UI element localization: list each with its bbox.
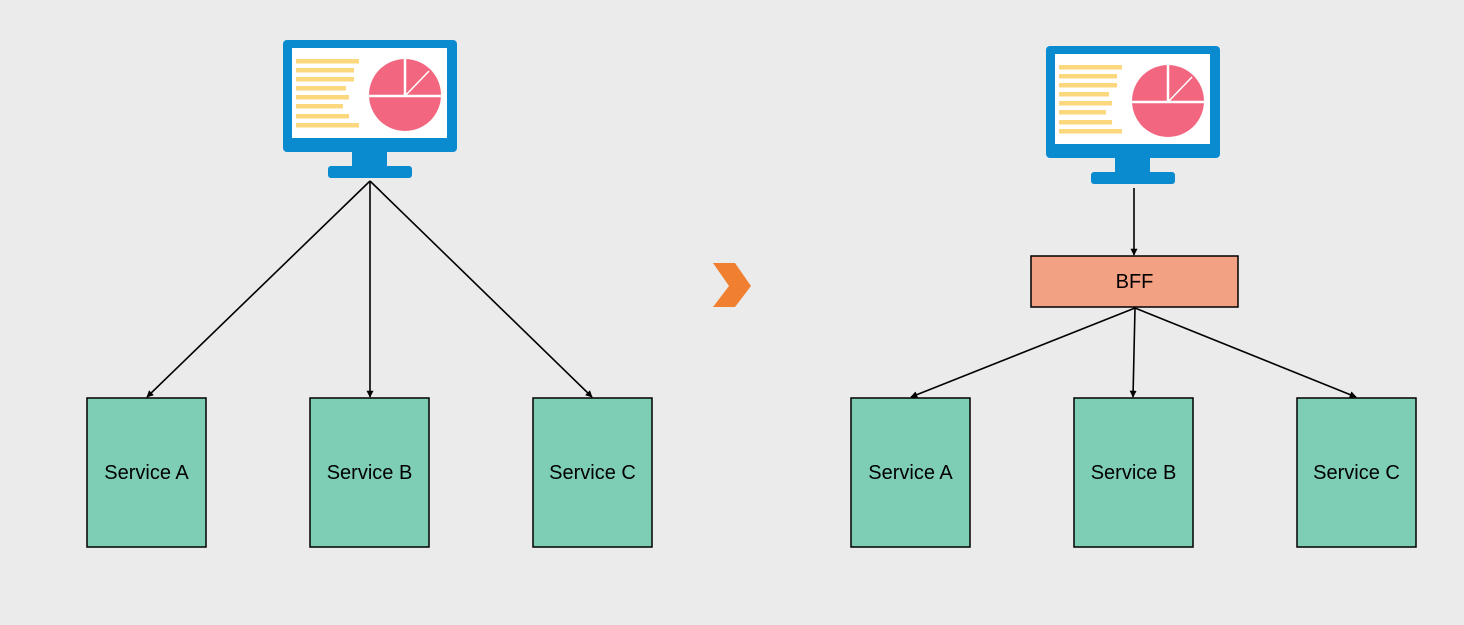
- edge-client-to-service-c: [369, 180, 593, 398]
- service-b-box: Service B: [309, 397, 430, 548]
- service-a-label: Service A: [868, 462, 953, 484]
- monitor-dashboard-icon: [1046, 46, 1220, 186]
- service-a-label: Service A: [104, 462, 189, 484]
- service-a-box: Service A: [86, 397, 207, 548]
- chevron-right-icon: [713, 263, 751, 307]
- service-c-label: Service C: [549, 462, 636, 484]
- monitor-dashboard-icon: [283, 40, 457, 180]
- bff-box: BFF: [1030, 255, 1239, 308]
- bff-label: BFF: [1116, 271, 1154, 293]
- service-b-label: Service B: [327, 462, 413, 484]
- edge-bff-to-service-b: [1129, 307, 1137, 398]
- edge-bff-to-service-c: [1134, 307, 1357, 398]
- service-c-label: Service C: [1313, 462, 1400, 484]
- edge-bff-to-service-a: [910, 307, 1136, 398]
- service-b-label: Service B: [1091, 462, 1177, 484]
- service-c-box: Service C: [1296, 397, 1417, 548]
- service-a-box: Service A: [850, 397, 971, 548]
- after-architecture: BFF Service A Service B Service C: [850, 46, 1417, 548]
- edge-client-to-service-a: [146, 180, 371, 398]
- before-architecture: Service A Service B Service C: [86, 40, 653, 548]
- service-b-box: Service B: [1073, 397, 1194, 548]
- service-c-box: Service C: [532, 397, 653, 548]
